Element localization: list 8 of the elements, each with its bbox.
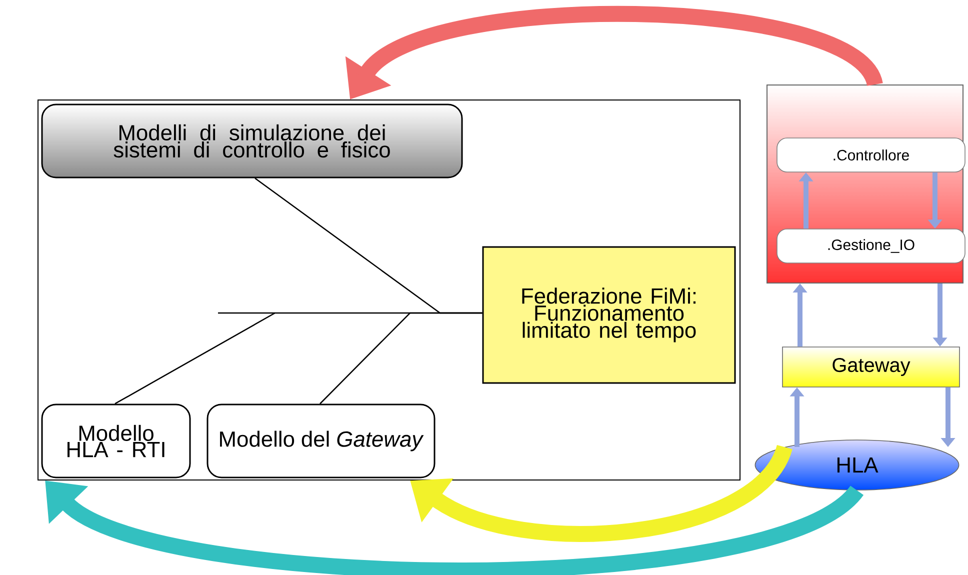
module-box: .Gestione_IO bbox=[776, 228, 966, 264]
federation-box: Federazione FiMi: Funzionamento limitato nel tempo bbox=[482, 246, 736, 384]
gateway-box: Gateway bbox=[782, 346, 960, 388]
fishbone-line bbox=[320, 312, 482, 404]
model-box: Modello HLA - RTI bbox=[41, 404, 191, 478]
model-box: Modello del Gateway bbox=[206, 404, 436, 478]
module-box: .Controllore bbox=[776, 138, 966, 172]
model-box: Modelli di simulazione dei sistemi di controllo e fisico bbox=[41, 104, 463, 178]
